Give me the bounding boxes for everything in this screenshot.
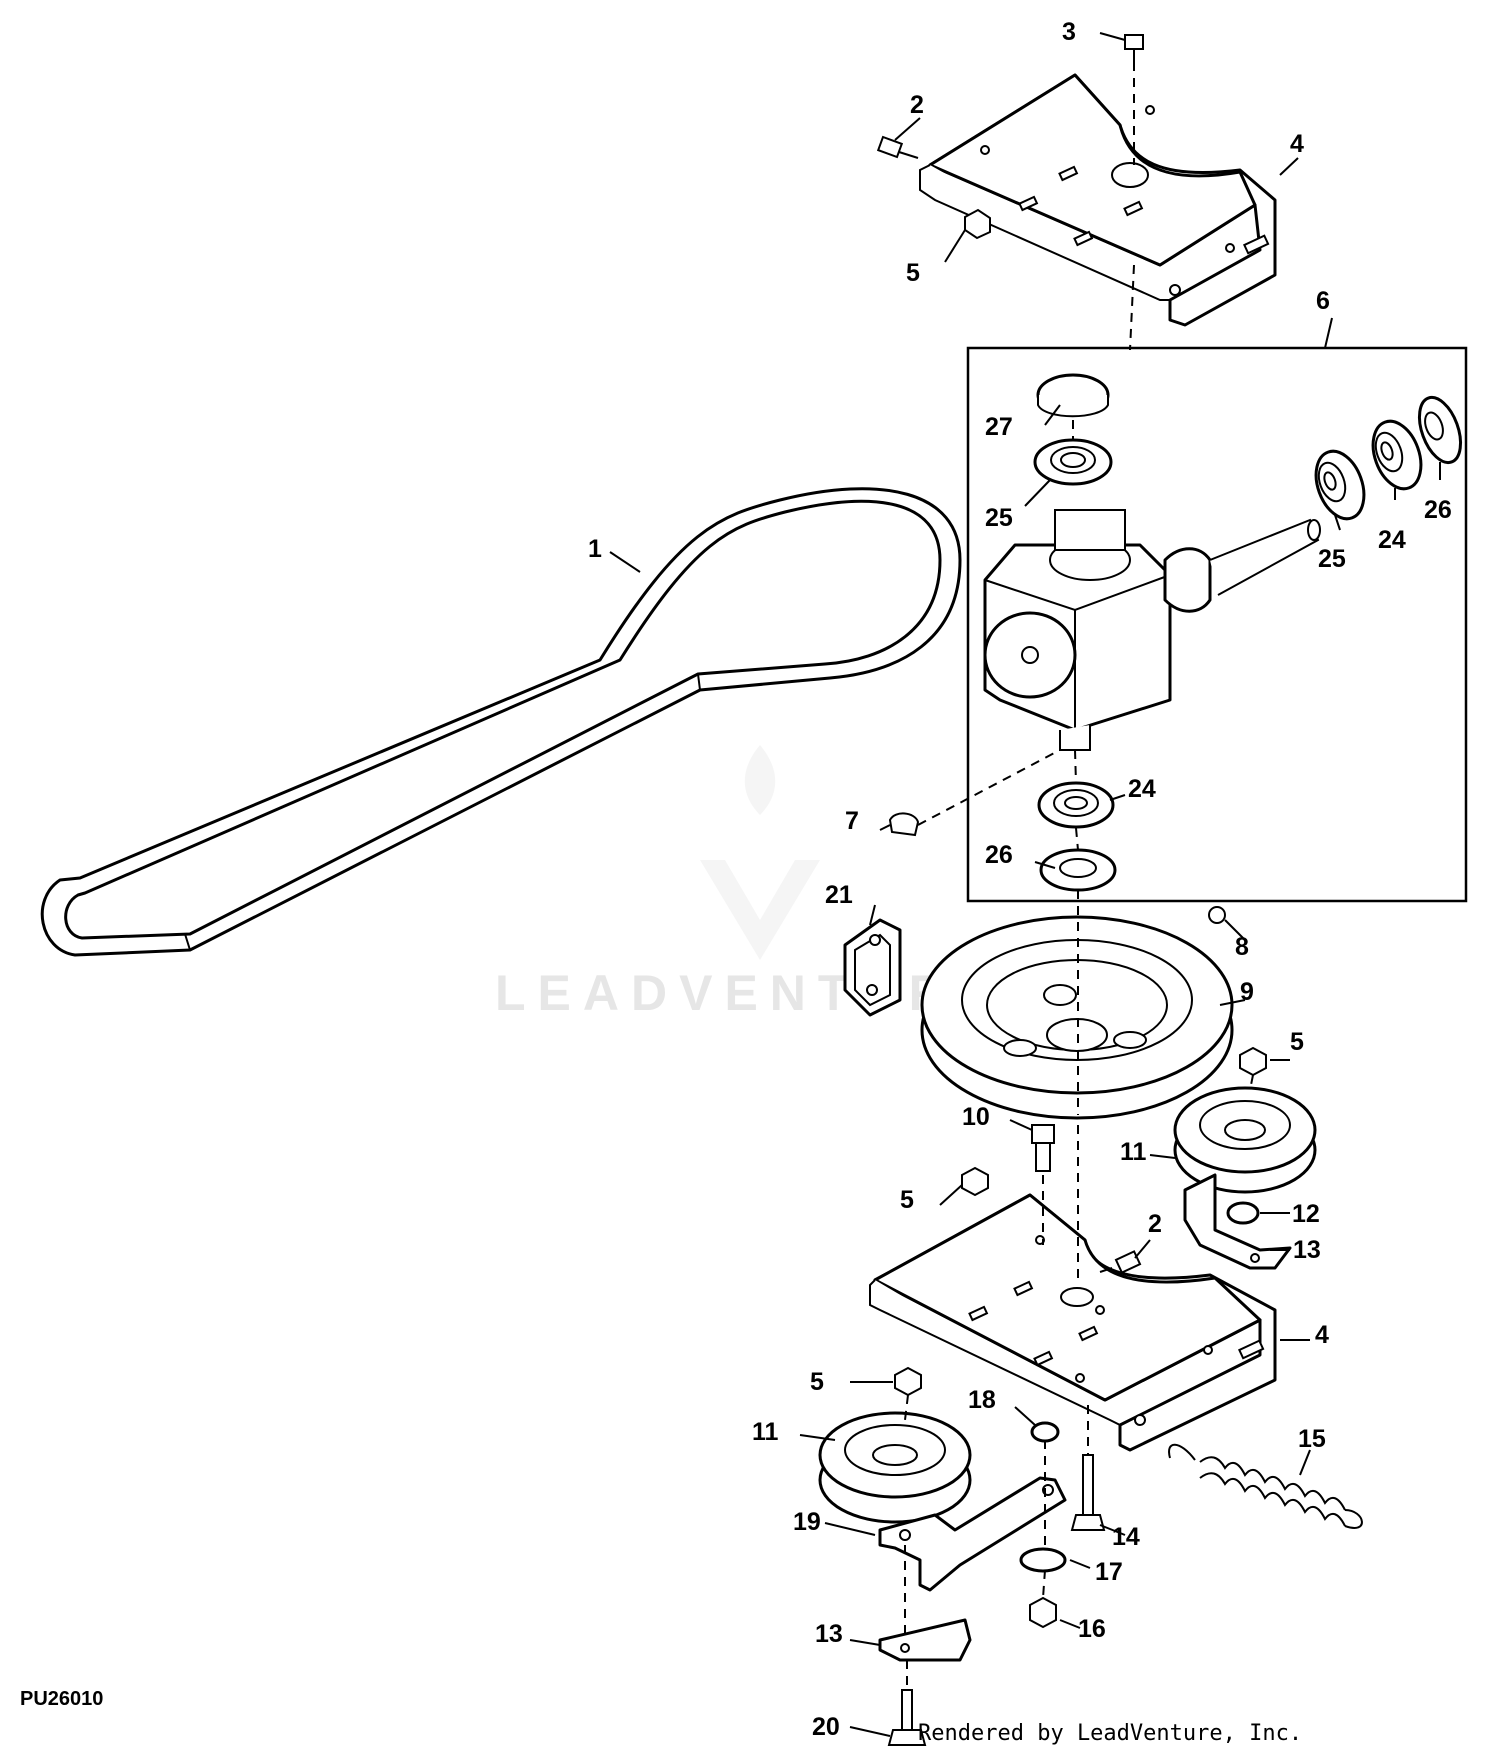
bolt-2-mid [1099,1250,1142,1274]
gearbox-assembly-box [966,346,1468,903]
callout-18: 18 [968,1386,996,1414]
callout-4-top: 4 [1290,130,1304,158]
setscrew-8 [1208,906,1226,924]
callout-17: 17 [1095,1558,1123,1586]
callout-25-right: 25 [1318,545,1346,573]
callout-labels: 1 2 2 3 4 4 5 5 5 5 6 7 8 9 10 11 11 12 … [588,18,1452,1741]
spacer-12 [1226,1201,1260,1225]
callout-5-mid: 5 [900,1186,914,1214]
callout-5-right: 5 [1290,1028,1304,1056]
callout-25-upper: 25 [985,504,1013,532]
callout-1: 1 [588,535,602,563]
callout-21: 21 [825,881,853,909]
callout-3: 3 [1062,18,1076,46]
callout-20: 20 [812,1713,840,1741]
callout-2-mid: 2 [1148,1210,1162,1238]
callout-5-top: 5 [906,259,920,287]
leader-lines [609,32,1441,1737]
bolt-2-top [876,135,919,159]
bearing-24-right [1371,419,1423,491]
callout-2-top: 2 [910,91,924,119]
gearbox-shaft [1163,518,1321,613]
callout-7: 7 [845,807,859,835]
idler-pulley-11-right [1173,1086,1317,1194]
watermark-logo [700,745,820,960]
callout-9: 9 [1240,978,1254,1006]
bearing-25-right [1314,449,1366,521]
callout-13-right: 13 [1293,1236,1321,1264]
nut-5-bottom [894,1366,922,1397]
callout-16: 16 [1078,1615,1106,1643]
callout-13-bottom: 13 [815,1620,843,1648]
bolt-10 [1031,1124,1055,1172]
bearing-24-lower [1037,781,1115,829]
callout-19: 19 [793,1508,821,1536]
callout-11-left: 11 [752,1418,779,1446]
bolt-3 [1124,34,1144,62]
washer-17 [1019,1547,1067,1573]
spring-15 [1168,1443,1363,1529]
spacer-18 [1030,1421,1060,1443]
nut-16 [1029,1596,1057,1629]
gearbox [983,509,1172,751]
callout-11-right: 11 [1120,1138,1147,1166]
callout-5-bottom: 5 [810,1368,824,1396]
key-7 [888,812,920,837]
callout-8: 8 [1235,933,1249,961]
mounting-bracket-bottom [869,1193,1277,1452]
bracket-21 [843,918,902,1017]
mounting-bracket-top [919,73,1277,327]
drive-belt [40,487,962,957]
callout-27: 27 [985,413,1013,441]
callout-26-lower: 26 [985,841,1013,869]
seal-26-right [1417,395,1463,465]
bolt-20 [887,1689,927,1746]
watermark-text: LEADVENTURE [495,965,1002,1021]
nut-5-mid [961,1166,989,1197]
nut-5-right [1239,1046,1267,1077]
idler-bracket-13-bottom [878,1618,972,1662]
idler-pulley-11-left [818,1411,972,1524]
callout-24-right-lower: 24 [1128,775,1156,803]
callout-12: 12 [1292,1200,1320,1228]
callout-10: 10 [962,1103,990,1131]
callout-14: 14 [1112,1523,1140,1551]
callout-4-bottom: 4 [1315,1321,1329,1349]
diagram-code: PU26010 [20,1688,103,1710]
cap-27 [1036,373,1110,418]
bearing-25-upper [1033,438,1113,486]
callout-24-right: 24 [1378,526,1406,554]
seal-26-lower [1039,848,1117,892]
callout-26-right: 26 [1424,496,1452,524]
idler-bracket-13-right [1183,1173,1292,1270]
bolt-14 [1070,1454,1106,1531]
callout-6: 6 [1316,287,1330,315]
footer-credit: Rendered by LeadVenture, Inc. [918,1721,1302,1746]
idler-arm-19 [878,1476,1067,1592]
assembly-lines [904,62,1254,1690]
callout-15: 15 [1298,1425,1326,1453]
